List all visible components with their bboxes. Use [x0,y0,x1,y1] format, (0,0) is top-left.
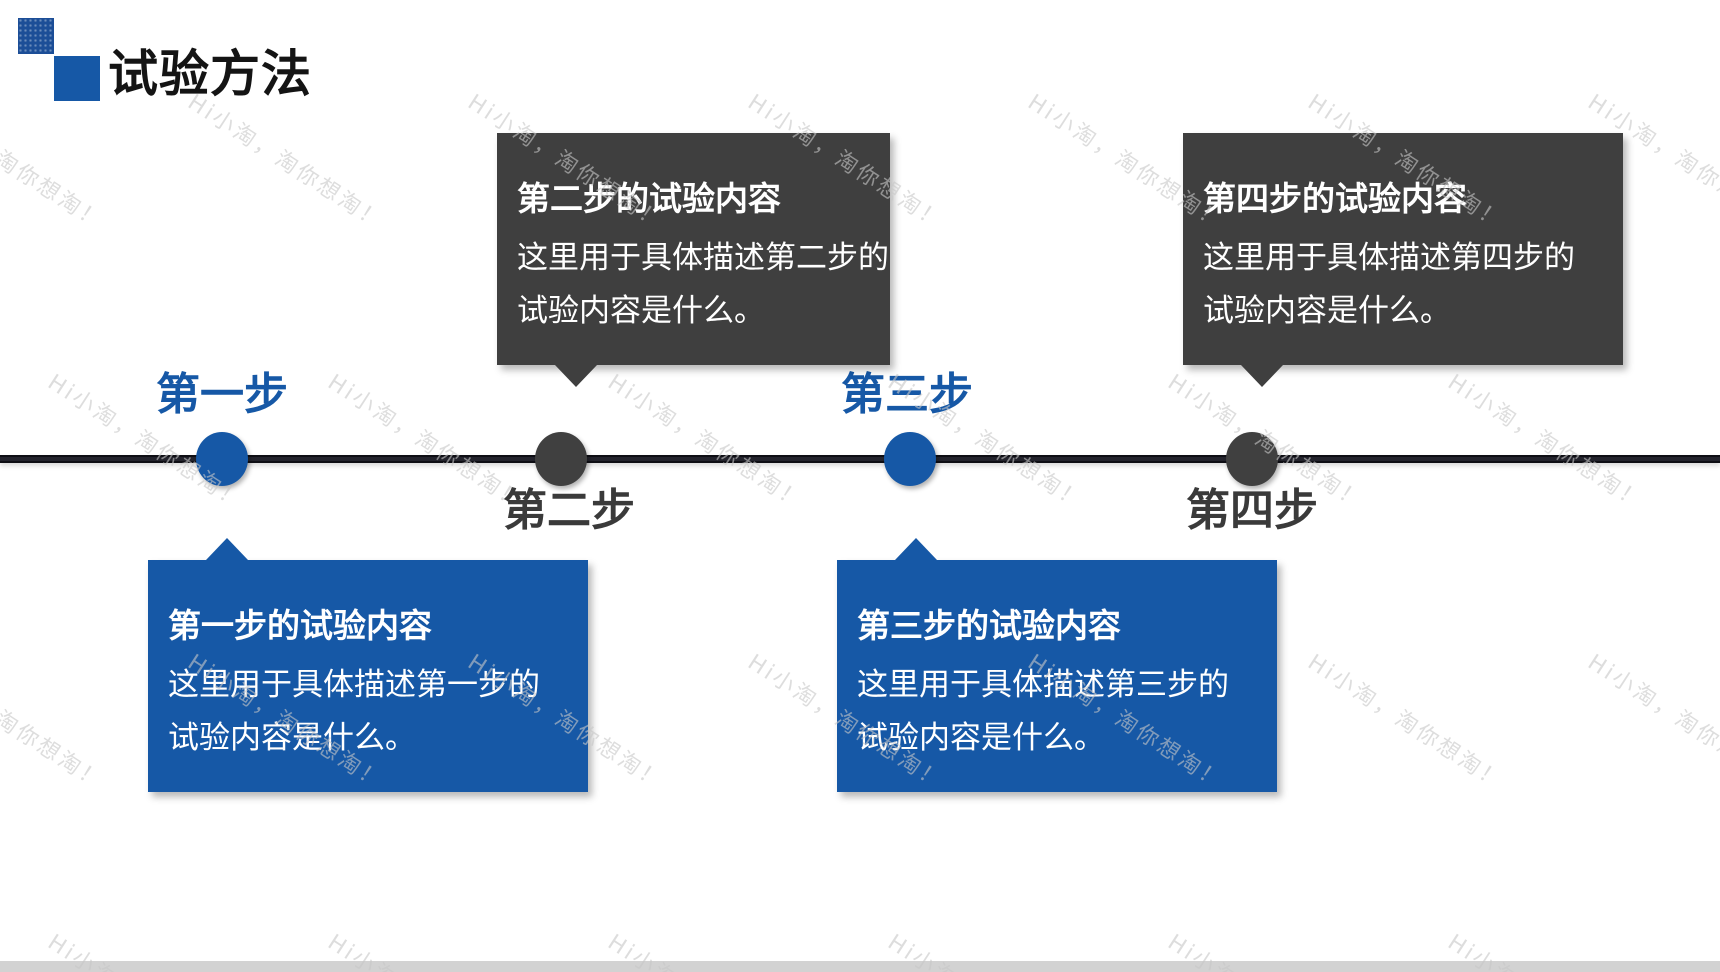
timeline-line [0,455,1720,463]
step4-callout-pointer-icon [1241,365,1283,387]
watermark-text: Hi小淘，淘你想淘！ [1303,650,1509,796]
step3-callout-pointer-icon [895,538,937,560]
step1-callout-pointer-icon [206,538,248,560]
step4-callout-body-line: 这里用于具体描述第四步的 [1203,240,1575,276]
step2-callout-heading: 第二步的试验内容 [517,179,781,218]
step4-label: 第四步 [1186,485,1318,536]
step4-callout: 第四步的试验内容 这里用于具体描述第四步的 试验内容是什么。 [1183,133,1623,387]
step1-callout-body-line: 试验内容是什么。 [168,720,416,756]
step1-dot [196,432,248,486]
page-title: 试验方法 [108,45,312,103]
title-accent-square-small [18,18,54,54]
step2-label: 第二步 [503,485,635,536]
step2-callout-body-line: 这里用于具体描述第二步的 [517,240,889,276]
watermark-text: Hi小淘，淘你想淘！ [183,90,389,236]
step3-label: 第三步 [841,369,973,420]
step1-callout-heading: 第一步的试验内容 [168,606,432,645]
step4-callout-body-line: 试验内容是什么。 [1203,293,1451,329]
step2-callout-pointer-icon [555,365,597,387]
step3-callout: 第三步的试验内容 这里用于具体描述第三步的 试验内容是什么。 [837,538,1277,792]
watermark-text: Hi小淘，淘你想淘！ [0,650,109,796]
step2-callout: 第二步的试验内容 这里用于具体描述第二步的 试验内容是什么。 [497,133,890,387]
step3-callout-body-line: 这里用于具体描述第三步的 [857,667,1229,703]
step3-dot [884,432,936,486]
step4-callout-heading: 第四步的试验内容 [1203,179,1467,218]
step3-callout-body-line: 试验内容是什么。 [857,720,1105,756]
bottom-strip [0,961,1720,972]
title-accent-square-large [54,56,100,101]
step4-dot [1226,432,1278,486]
watermark-text: Hi小淘，淘你想淘！ [1443,370,1649,516]
watermark-text: Hi小淘，淘你想淘！ [1583,650,1720,796]
step1-callout: 第一步的试验内容 这里用于具体描述第一步的 试验内容是什么。 [148,538,588,792]
step3-callout-heading: 第三步的试验内容 [857,606,1121,645]
step2-callout-body-line: 试验内容是什么。 [517,293,765,329]
watermark-text: Hi小淘，淘你想淘！ [0,90,109,236]
step1-callout-body-line: 这里用于具体描述第一步的 [168,667,540,703]
step1-label: 第一步 [156,369,288,420]
step2-dot [535,432,587,486]
